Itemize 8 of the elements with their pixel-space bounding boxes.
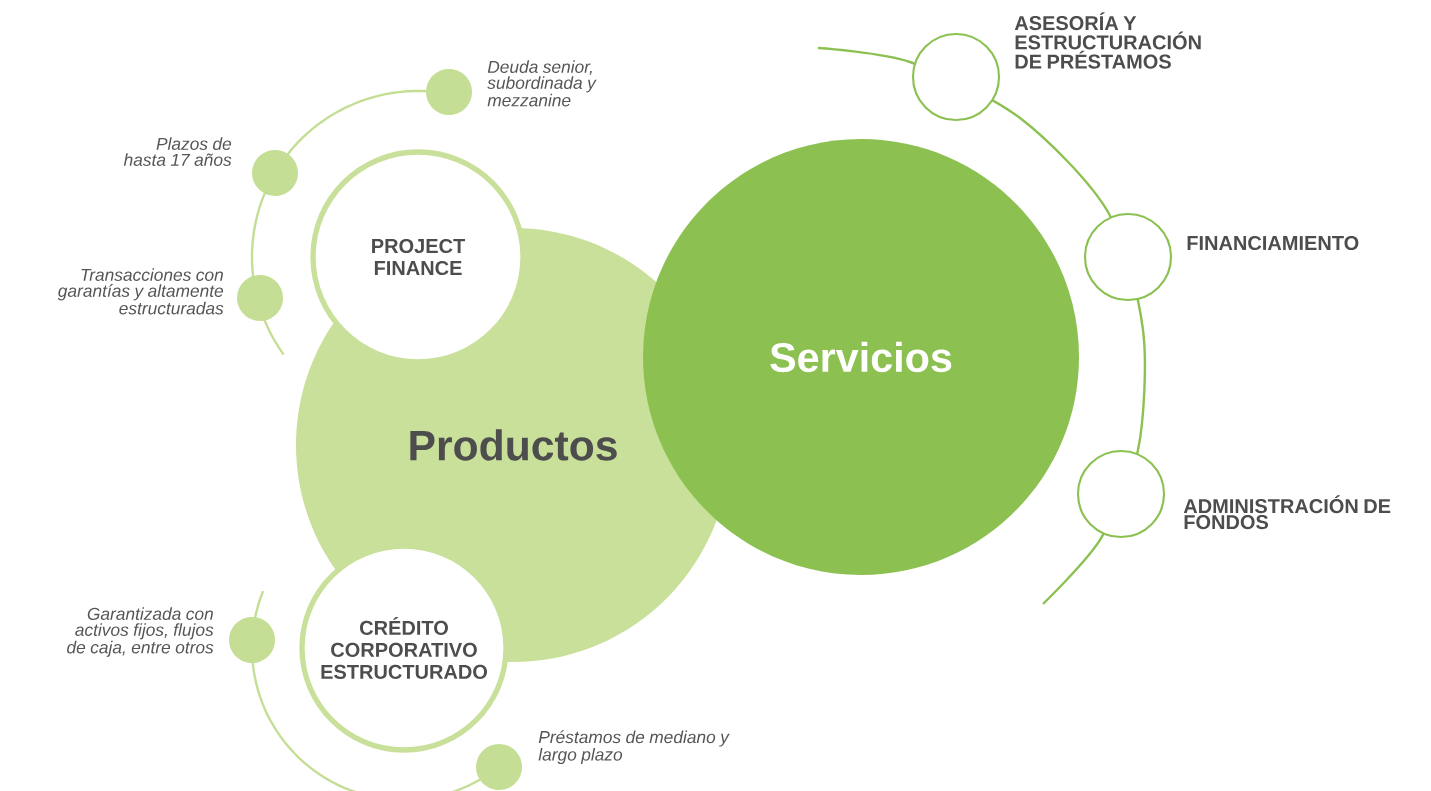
item-text: Deuda senior, subordinada y mezzanine: [487, 60, 597, 107]
service-label: FINANCIAMIENTO: [1187, 235, 1359, 251]
item-text: Garantizada con activos fijos, flujos de caja, entre otros: [67, 607, 214, 657]
item-text: Plazos de hasta 17 años: [123, 137, 232, 166]
item-text: Préstamos de mediano y largo plazo: [538, 730, 730, 765]
service-label: ADMINISTRACIÓN DE FONDOS: [1183, 495, 1391, 530]
item-text: Transacciones con garantías y altamente estructuradas: [57, 268, 224, 315]
service-label: ASESORÍA Y ESTRUCTURACIÓN DE PRÉSTAMOS: [1014, 12, 1201, 69]
